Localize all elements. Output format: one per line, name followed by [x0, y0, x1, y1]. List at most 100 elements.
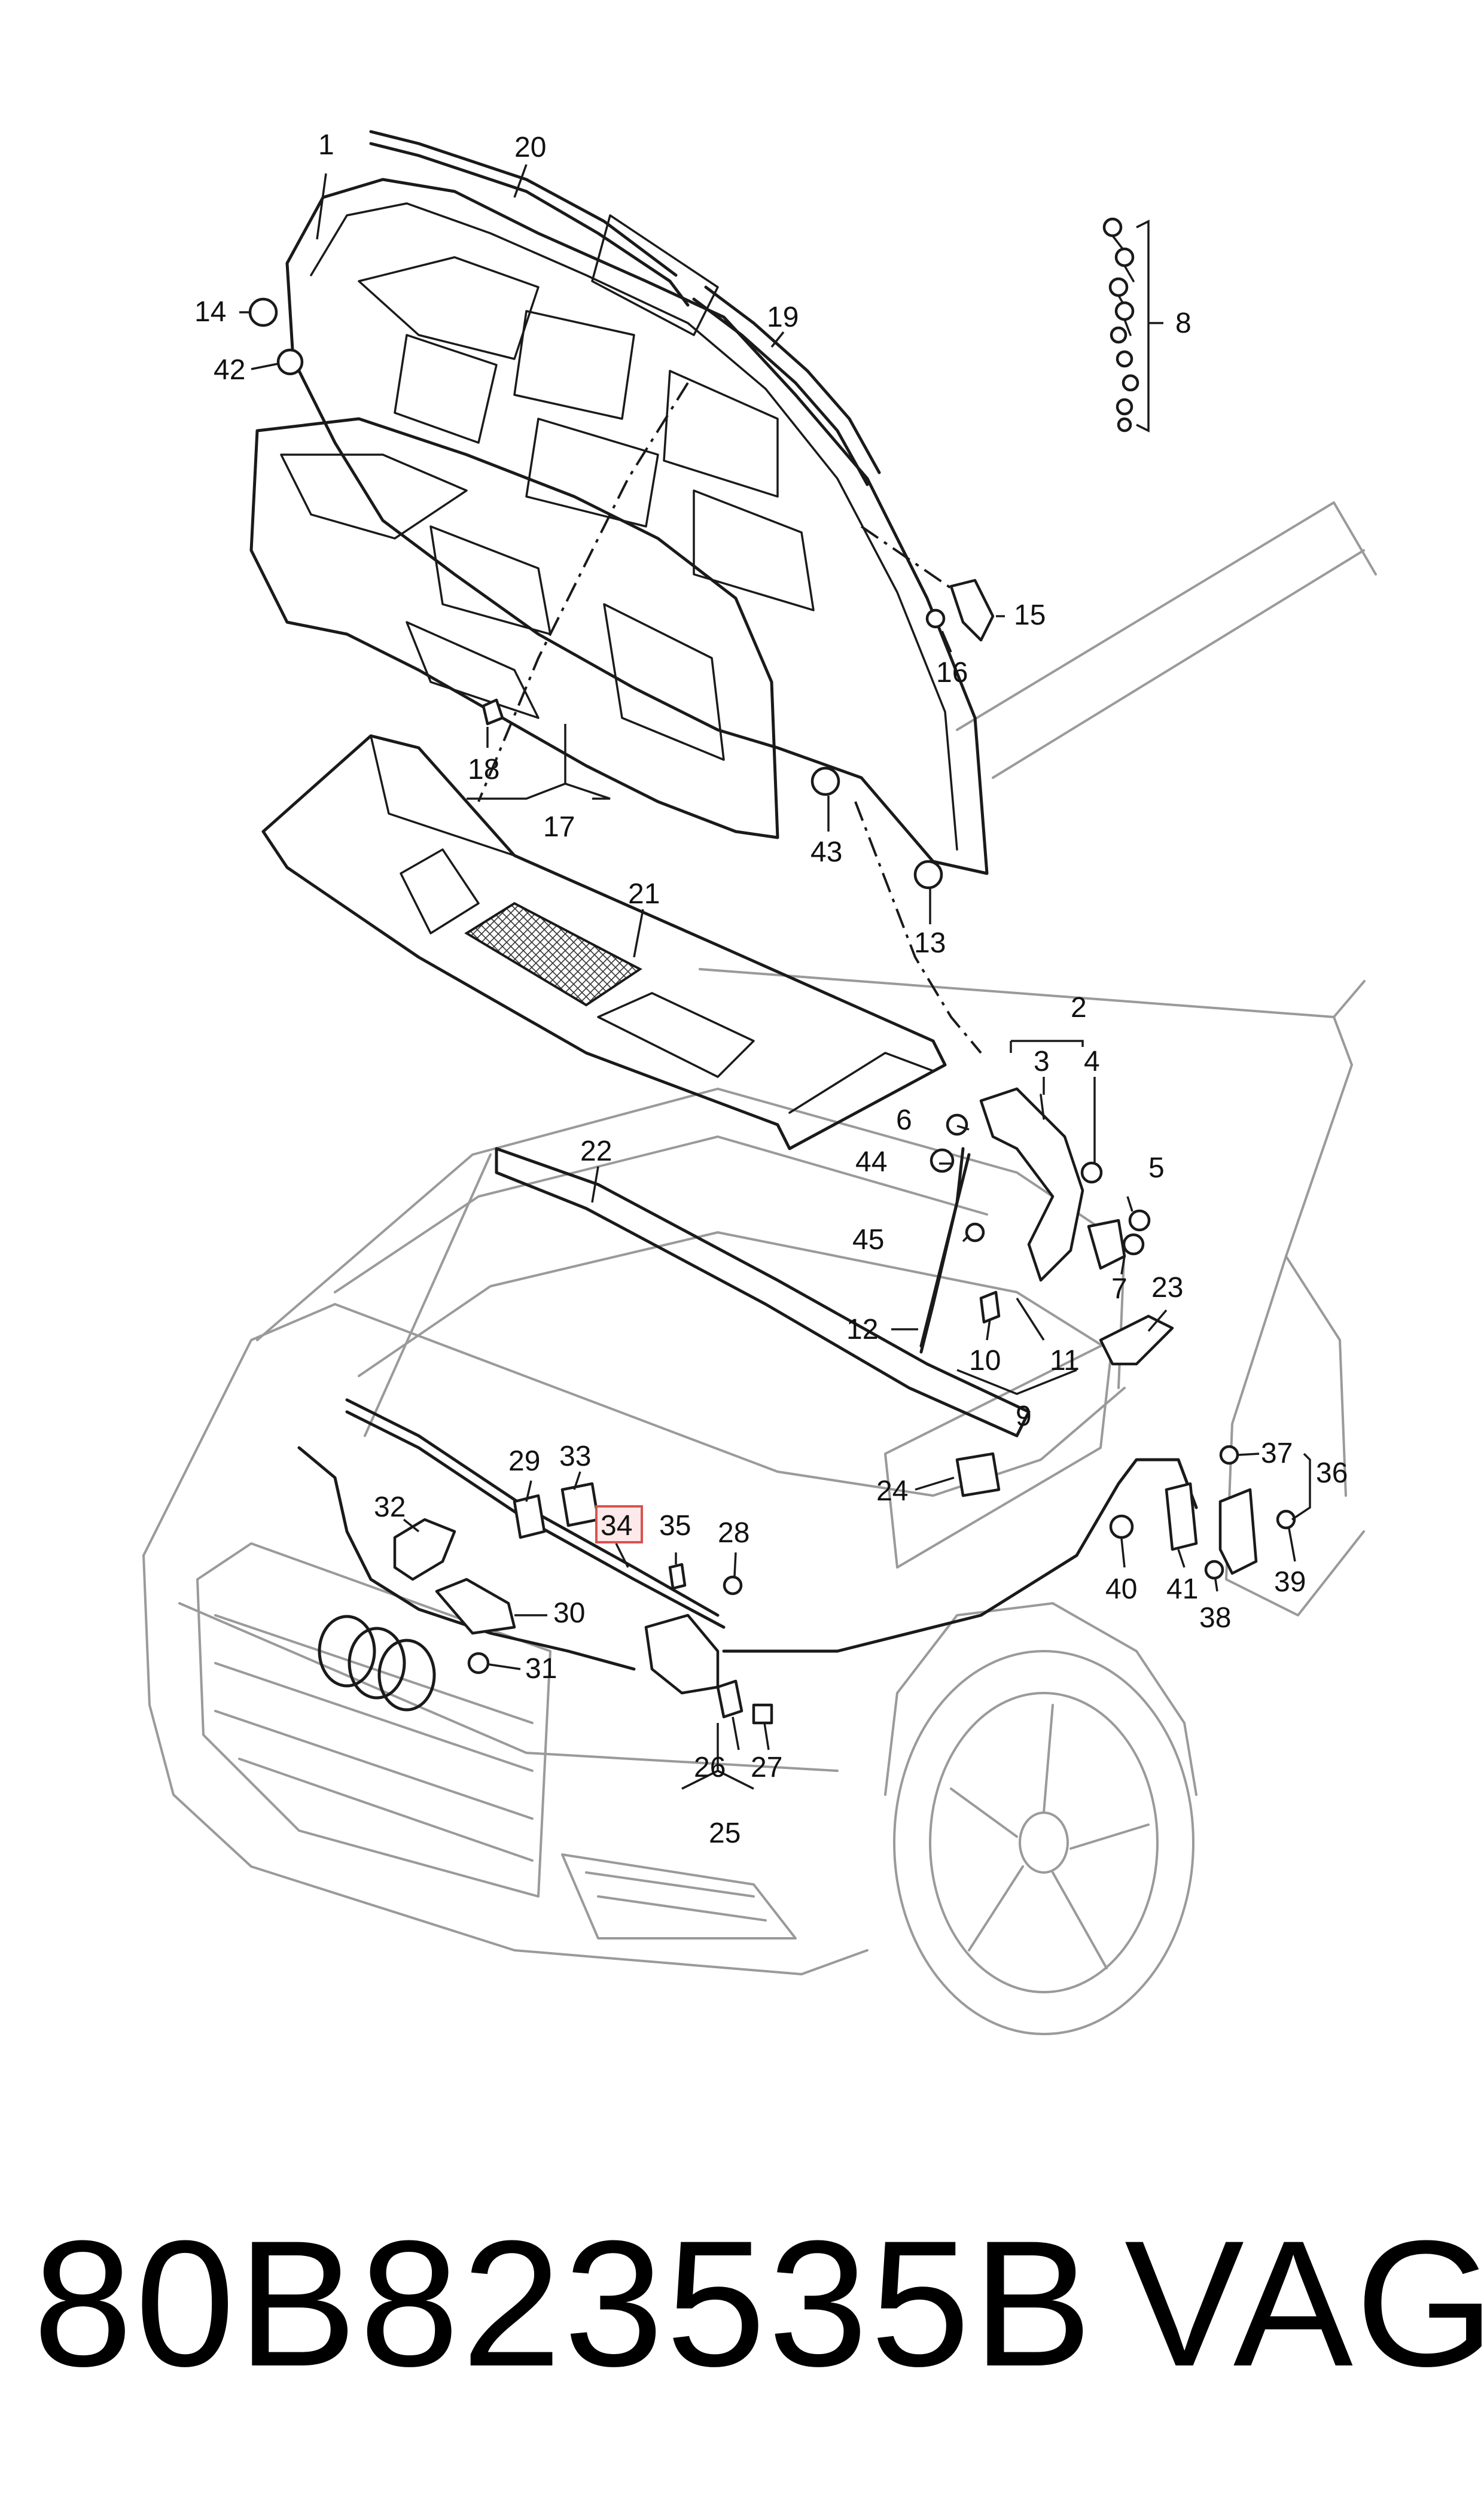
callout-34: 34 [601, 1510, 632, 1542]
clip-18 [482, 698, 504, 726]
grommet-40 [1109, 1514, 1134, 1539]
bulkhead-seal-strip [495, 1147, 1031, 1438]
callout-9: 9 [1016, 1400, 1032, 1432]
callout-2: 2 [1071, 992, 1087, 1024]
callout-37: 37 [1261, 1438, 1293, 1469]
callout-12: 12 [846, 1314, 878, 1345]
callout-29: 29 [508, 1445, 540, 1477]
release-cable-front [297, 1446, 636, 1671]
guide-29 [513, 1494, 546, 1539]
part-number: 80B823535B [33, 2203, 1095, 2404]
release-cable-long [722, 1458, 1198, 1653]
assembly-guide-line-hinge [854, 801, 982, 1054]
callout-19: 19 [767, 302, 799, 333]
bracket-15 [949, 578, 995, 642]
callout-7: 7 [1111, 1273, 1128, 1305]
callout-10: 10 [969, 1345, 1001, 1377]
spring-3 [1040, 1094, 1045, 1120]
callout-5: 5 [1148, 1152, 1165, 1184]
bush-6 [946, 1113, 968, 1136]
callout-38: 38 [1199, 1602, 1231, 1634]
callout-24: 24 [876, 1475, 908, 1507]
bolt-38 [1204, 1560, 1224, 1580]
leader-lines [239, 164, 1311, 1790]
switch-26 [716, 1679, 743, 1719]
callout-42: 42 [214, 354, 245, 386]
callout-6: 6 [896, 1104, 912, 1136]
bolt-39 [1276, 1509, 1296, 1530]
callout-1: 1 [318, 129, 334, 161]
callout-28: 28 [718, 1517, 749, 1549]
hood-seal-front-inner [369, 130, 678, 277]
callout-22: 22 [580, 1135, 612, 1167]
callout-30: 30 [553, 1597, 585, 1629]
callout-33: 33 [559, 1441, 591, 1472]
nut-7 [1122, 1233, 1145, 1256]
buffer-13 [913, 860, 943, 890]
callout-31: 31 [525, 1653, 557, 1685]
connector-27 [752, 1703, 773, 1725]
brand-label: VAG [1125, 2203, 1484, 2404]
callout-11: 11 [1050, 1345, 1080, 1377]
assembly-guide-line-bracket [860, 525, 958, 593]
callout-43: 43 [810, 836, 842, 868]
vehicle-body-outline [142, 501, 1377, 2035]
callout-13: 13 [914, 927, 946, 959]
bolt-37 [1219, 1445, 1239, 1465]
callout-16: 16 [936, 657, 968, 689]
bolt-31 [467, 1652, 490, 1674]
rubber-buffer-44 [930, 1148, 955, 1173]
callout-3: 3 [1034, 1046, 1050, 1077]
hood-hinge [979, 1087, 1126, 1282]
gas-strut-body [919, 1147, 965, 1354]
callout-39: 39 [1274, 1566, 1306, 1598]
fastener-set [1102, 217, 1139, 433]
callout-26: 26 [694, 1752, 726, 1783]
callout-labels: 1 20 19 8 14 42 15 16 18 17 43 13 21 2 3… [194, 129, 1348, 1849]
bracket-23 [1099, 1314, 1174, 1366]
callout-18: 18 [468, 754, 499, 785]
hood-panel [285, 178, 989, 875]
bolt-4 [1080, 1161, 1103, 1184]
clip-35 [668, 1563, 687, 1590]
hood-insulation-mat [249, 417, 779, 839]
callout-4: 4 [1084, 1046, 1100, 1077]
callout-45: 45 [852, 1224, 884, 1256]
handle-32 [393, 1518, 456, 1581]
callout-23: 23 [1151, 1272, 1183, 1304]
scuttle-panel [261, 734, 947, 1150]
bolt-28 [723, 1575, 743, 1596]
callout-17: 17 [543, 811, 575, 843]
lock-mechanism-25 [644, 1613, 720, 1695]
lock-support-30 [435, 1578, 516, 1635]
callout-36: 36 [1316, 1457, 1348, 1489]
callout-35: 35 [659, 1510, 691, 1542]
callout-25: 25 [709, 1817, 741, 1849]
callout-34-highlight [595, 1505, 643, 1543]
washer-45 [965, 1222, 985, 1243]
hood-seal-front [369, 142, 690, 307]
assembly-guide-line [477, 382, 689, 802]
nut-5 [1128, 1209, 1151, 1232]
callout-27: 27 [751, 1752, 782, 1783]
callout-41: 41 [1166, 1573, 1198, 1605]
callout-40: 40 [1105, 1573, 1137, 1605]
clip-10 [979, 1290, 1001, 1324]
catch-36 [1218, 1488, 1258, 1575]
callout-8: 8 [1175, 307, 1192, 339]
hood-seal-side [692, 297, 869, 486]
buffer-14 [248, 297, 278, 327]
grommet-42 [276, 348, 304, 376]
callout-44: 44 [855, 1146, 887, 1178]
callout-15: 15 [1014, 599, 1046, 631]
buffer-43 [810, 766, 840, 796]
hood-seal-side-inner [704, 285, 881, 474]
callout-32: 32 [374, 1491, 406, 1523]
bracket-24 [955, 1452, 1001, 1497]
callout-14: 14 [194, 296, 226, 328]
clip-33 [560, 1482, 600, 1527]
clip-16 [925, 608, 946, 629]
callout-20: 20 [514, 132, 546, 163]
bracket-41 [1165, 1482, 1198, 1551]
